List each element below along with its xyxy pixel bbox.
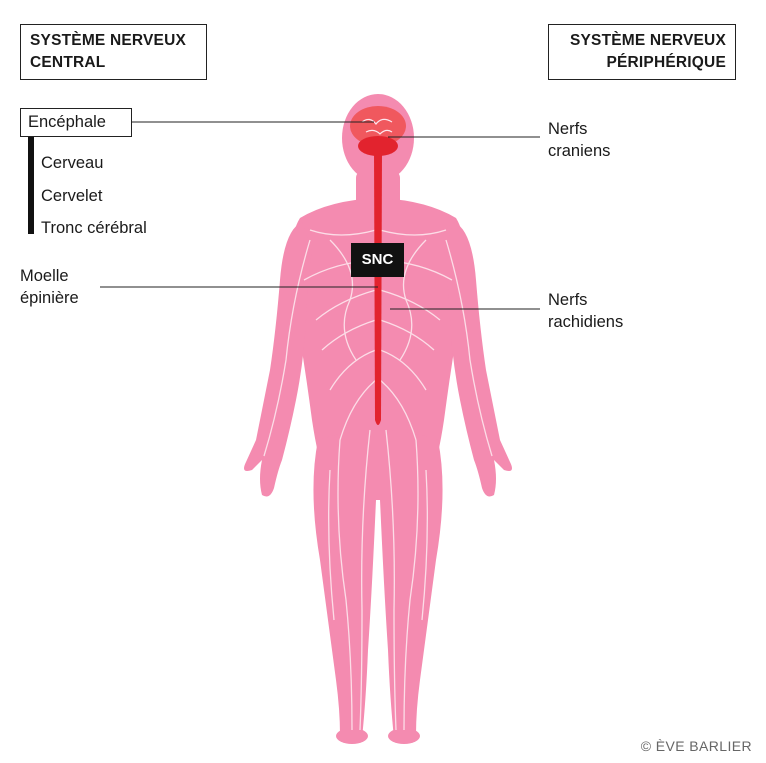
label-moelle-line2: épinière [20, 287, 79, 309]
label-craniens-line2: craniens [548, 140, 610, 162]
cerebellum [358, 136, 398, 156]
title-peripheral-nervous-system: SYSTÈME NERVEUX PÉRIPHÉRIQUE [548, 24, 736, 80]
title-central-nervous-system: SYSTÈME NERVEUX CENTRAL [20, 24, 207, 80]
title-peripheral-line1: SYSTÈME NERVEUX [558, 30, 726, 52]
label-tronc-cerebral: Tronc cérébral [41, 217, 147, 239]
label-rachidiens-line1: Nerfs [548, 289, 623, 311]
label-rachidiens-line2: rachidiens [548, 311, 623, 333]
title-peripheral-line2: PÉRIPHÉRIQUE [558, 52, 726, 74]
label-cerveau: Cerveau [41, 152, 103, 174]
image-credit: © ÈVE BARLIER [641, 738, 752, 754]
label-craniens-line1: Nerfs [548, 118, 610, 140]
label-nerfs-craniens: Nerfs craniens [548, 118, 610, 162]
label-moelle-line1: Moelle [20, 265, 79, 287]
label-encephale: Encéphale [20, 108, 132, 137]
title-central-line1: SYSTÈME NERVEUX [30, 30, 197, 52]
snc-badge: SNC [351, 243, 404, 277]
title-central-line2: CENTRAL [30, 52, 197, 74]
label-cervelet: Cervelet [41, 185, 102, 207]
label-nerfs-rachidiens: Nerfs rachidiens [548, 289, 623, 333]
label-moelle-epiniere: Moelle épinière [20, 265, 79, 309]
encephale-bracket [28, 137, 34, 234]
